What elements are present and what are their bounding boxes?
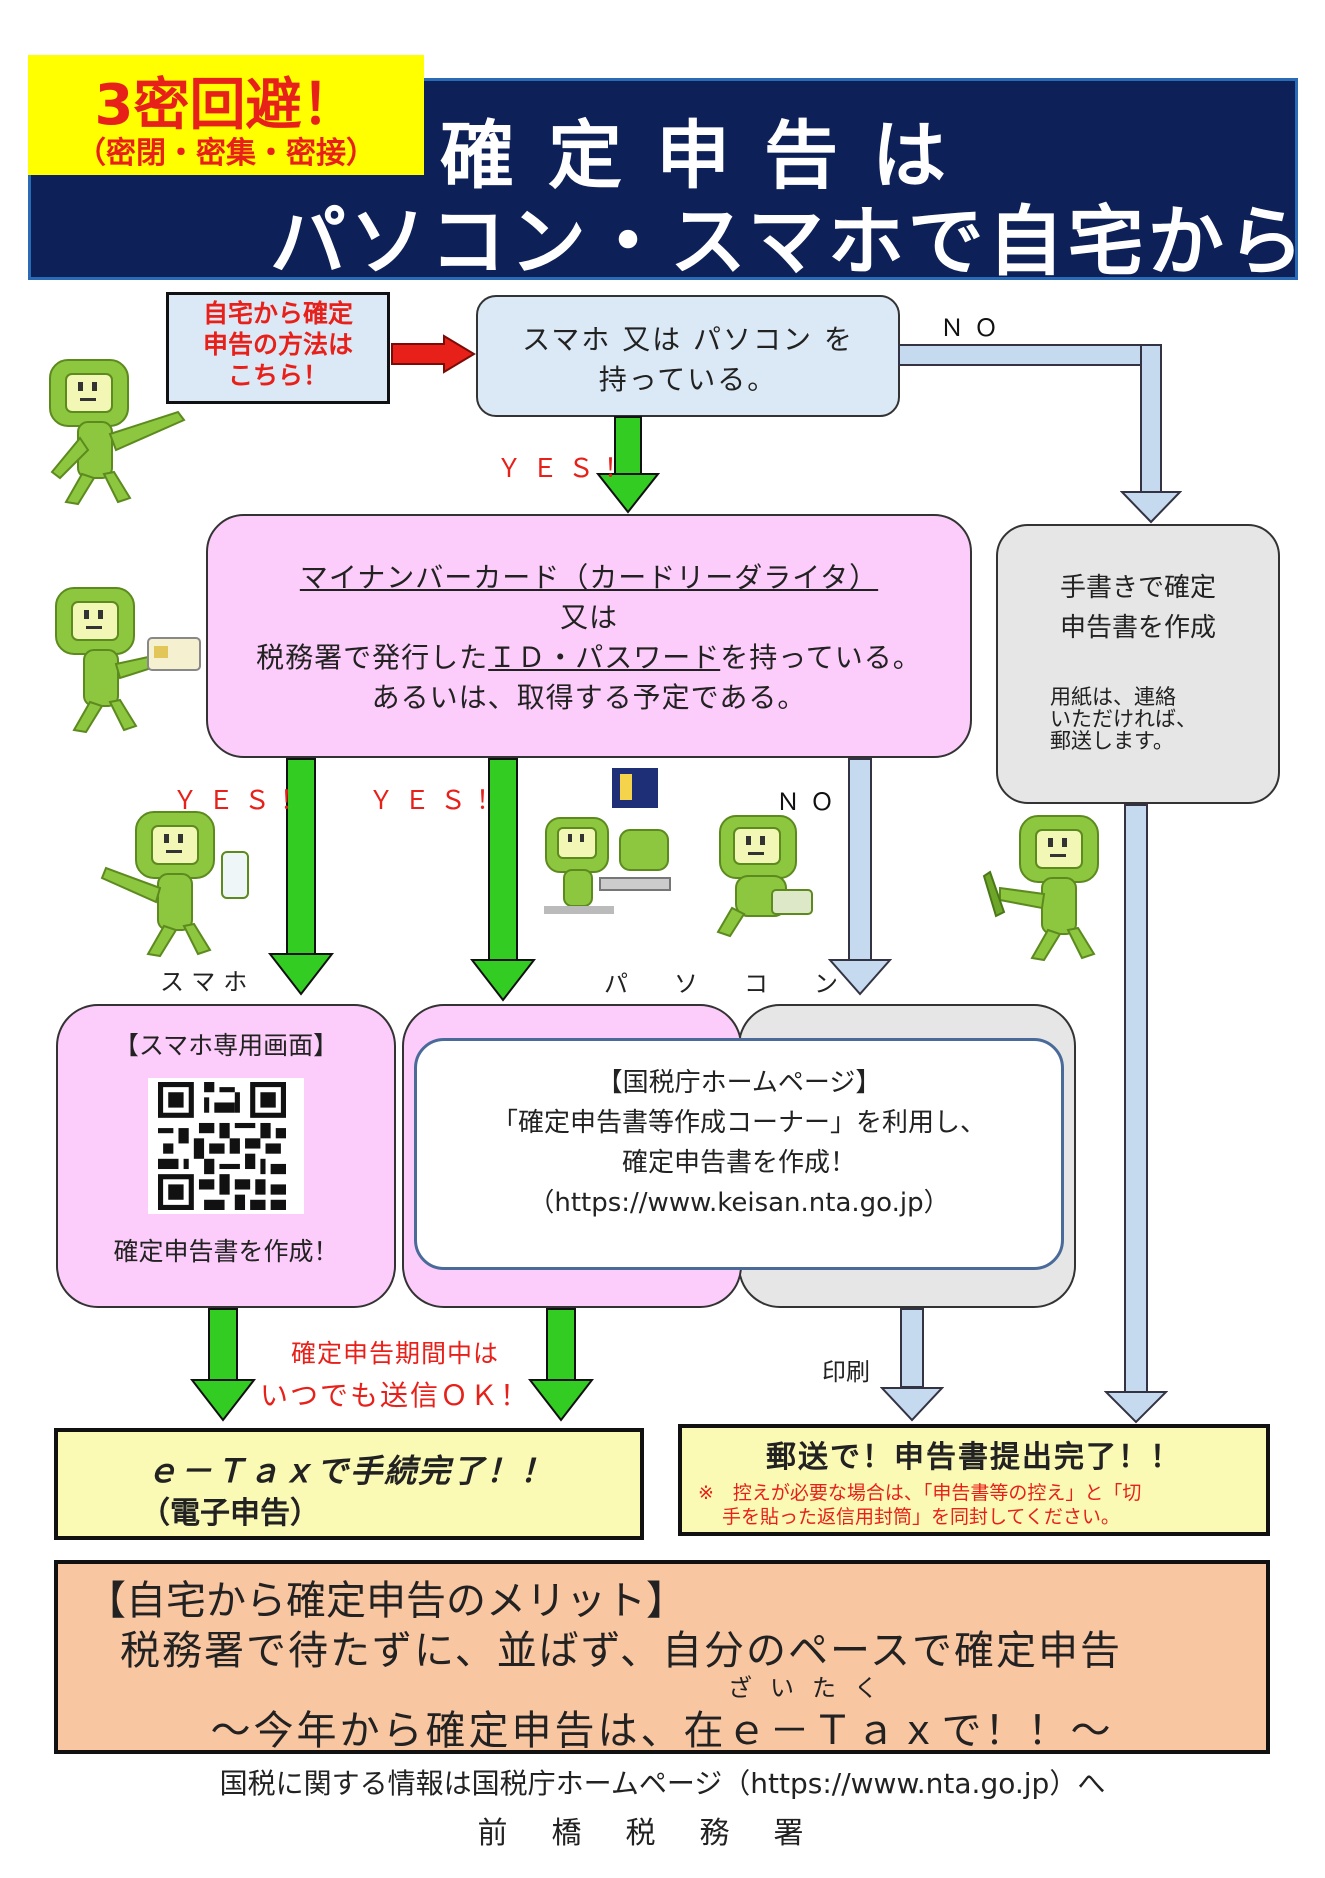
pc-label: パソコン xyxy=(604,970,884,998)
question2-id-password: ＩＤ・パスワード xyxy=(488,641,721,674)
handwritten-box xyxy=(996,524,1280,804)
mail-result-title: 郵送で！申告書提出完了！！ xyxy=(766,1440,1182,1475)
badge-main-text: 3密回避！ xyxy=(94,73,358,138)
merit-slogan: ～今年から確定申告は、在ｅ－Ｔａｘで！！～ xyxy=(210,1708,1114,1754)
badge-sub-text: （密閉・密集・密接） xyxy=(76,136,376,171)
no-label-1: ＮＯ xyxy=(940,314,1008,342)
no-label-2: ＮＯ xyxy=(776,788,844,816)
footer-tax-office: 前橋税務署 xyxy=(477,1816,848,1851)
nta-title: 【国税庁ホームページ】 xyxy=(596,1068,882,1098)
no-arrow-vertical xyxy=(1140,344,1162,496)
handwritten-note1: 用紙は、連絡 xyxy=(1050,685,1176,709)
print-arrow-head xyxy=(880,1387,944,1422)
handwritten-line1: 手書きで確定 xyxy=(1059,573,1216,603)
question2-line3c: を持っている。 xyxy=(720,641,922,674)
avoid-3c-badge xyxy=(28,55,424,175)
etax-result-line1: ｅ－Ｔａｘで手続完了！！ xyxy=(146,1452,555,1490)
yes-pc-arrow-shaft xyxy=(488,758,518,964)
yes-smartphone-arrow-head xyxy=(268,953,334,996)
smartphone-box-title: 【スマホ専用画面】 xyxy=(113,1031,339,1060)
handwritten-line2: 申告書を作成 xyxy=(1059,613,1216,643)
no-print-arrow-head xyxy=(828,959,892,996)
hand-to-mail-arrow-shaft xyxy=(1124,804,1148,1394)
footer-info-link[interactable]: 国税に関する情報は国税庁ホームページ（https://www.nta.go.jp… xyxy=(219,1767,1106,1800)
start-box xyxy=(166,292,390,404)
pc-etax-arrow-head xyxy=(528,1379,594,1422)
no-arrow-horizontal xyxy=(898,344,1162,366)
etax-result-line2: （電子申告） xyxy=(140,1496,320,1531)
question1-line2: 持っている。 xyxy=(598,363,778,396)
handwritten-note2: いただければ、 xyxy=(1050,707,1197,731)
merit-ruby: ざいたく xyxy=(728,1674,896,1702)
question2-line2: 又は xyxy=(559,601,618,634)
print-arrow-shaft xyxy=(900,1308,924,1388)
start-line2: 申告の方法は xyxy=(202,330,353,359)
mascot-smartphone-icon xyxy=(100,811,249,958)
yes-arrow-shaft-1 xyxy=(614,416,642,476)
nta-url-link[interactable]: （https://www.keisan.nta.go.jp） xyxy=(528,1188,950,1218)
nta-line3: 確定申告書を作成！ xyxy=(621,1148,856,1178)
nta-line2: 「確定申告書等作成コーナー」を利用し、 xyxy=(491,1108,986,1138)
start-box-text: 自宅から確定 申告の方法は こちら！ xyxy=(170,298,386,391)
question2-line3: 税務署で発行したＩＤ・パスワードを持っている。 xyxy=(206,636,972,676)
header-title-line1: 確定申告は xyxy=(440,113,980,199)
etax-result-box xyxy=(54,1428,644,1540)
anytime-line1: 確定申告期間中は xyxy=(290,1339,499,1368)
header-title-line2: パソコン・スマホで自宅から！ xyxy=(270,197,1325,286)
yes-pc-arrow-head xyxy=(470,959,536,1002)
yes-label-pc: ＹＥＳ！ xyxy=(368,786,513,816)
mascot-pencil-icon xyxy=(982,815,1099,962)
smartphone-etax-arrow-shaft xyxy=(208,1308,238,1384)
pc-etax-arrow-shaft xyxy=(546,1308,576,1384)
print-label: 印刷 xyxy=(822,1358,870,1386)
no-arrow-head xyxy=(1120,491,1182,524)
start-line3: こちら！ xyxy=(227,361,328,390)
smartphone-label: スマホ xyxy=(160,968,256,996)
question-device-box xyxy=(476,295,900,417)
merit-line2: 税務署で待たずに、並ばず、自分のペースで確定申告 xyxy=(120,1628,1122,1674)
handwritten-note3: 郵送します。 xyxy=(1050,729,1174,753)
red-arrow xyxy=(391,334,476,374)
yes-label-1: ＹＥＳ！ xyxy=(496,454,641,484)
start-line1: 自宅から確定 xyxy=(202,299,353,328)
nta-website-box xyxy=(414,1038,1064,1270)
question2-line4: あるいは、取得する予定である。 xyxy=(371,681,807,714)
mail-note-line2: 手を貼った返信用封筒」を同封してください。 xyxy=(722,1506,1120,1528)
anytime-line2: いつでも送信ＯＫ！ xyxy=(259,1379,530,1412)
mascot-sitting-icon xyxy=(716,815,813,938)
no-print-arrow-shaft xyxy=(848,758,872,964)
qr-code-icon xyxy=(158,1082,286,1210)
question2-line1: マイナンバーカード（カードリーダライタ） xyxy=(299,561,879,594)
merit-box xyxy=(54,1560,1270,1754)
smartphone-box-action: 確定申告書を作成！ xyxy=(113,1237,339,1266)
mail-note-line1: ※ 控えが必要な場合は、「申告書等の控え」と「切 xyxy=(698,1482,1142,1504)
merit-title: 【自宅から確定申告のメリット】 xyxy=(86,1578,686,1624)
mail-result-box xyxy=(678,1424,1270,1536)
smartphone-etax-arrow-head xyxy=(190,1379,256,1422)
question2-line3a: 税務署で発行した xyxy=(256,641,489,674)
mascot-card-icon xyxy=(55,587,201,734)
hand-to-mail-arrow-head xyxy=(1104,1391,1168,1424)
yes-arrow-head-1 xyxy=(596,473,660,514)
mascot-pointing-icon xyxy=(49,359,186,506)
question-mynumber-box xyxy=(206,514,972,758)
question1-line1: スマホ 又は パソコン を xyxy=(522,323,854,356)
mascot-pc-icon xyxy=(544,768,671,914)
